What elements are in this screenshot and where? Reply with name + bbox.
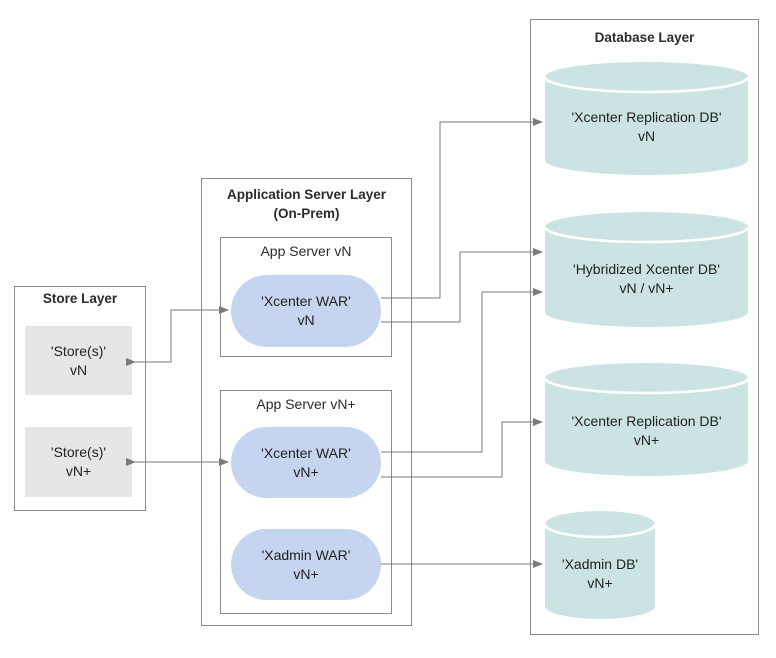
connector-war-vnplus-to-replication-vnplus [381, 418, 543, 478]
app-server-vnplus-title: App Server vN+ [256, 396, 356, 412]
app-server-vn-title: App Server vN [260, 243, 352, 259]
cylinder-shape [545, 511, 655, 619]
db-xcenter-replication-vn-line2: vN [637, 128, 656, 144]
store-vnplus-line1: 'Store(s)' [50, 444, 107, 460]
connector-war-vnplus-to-hybridized [381, 288, 543, 453]
xadmin-war-line1: 'Xadmin WAR' [261, 546, 351, 563]
db-hybridized-line2: vN / vN+ [619, 280, 674, 296]
db-xcenter-replication-vn: 'Xcenter Replication DB' vN [545, 62, 748, 175]
db-xadmin-line1: 'Xadmin DB' [561, 556, 639, 572]
db-xcenter-replication-vn-line1: 'Xcenter Replication DB' [571, 109, 722, 125]
store-vn: 'Store(s)' vN [25, 326, 132, 395]
xadmin-war-vnplus: 'Xadmin WAR' vN+ [231, 529, 381, 600]
db-xadmin-line2: vN+ [587, 575, 613, 591]
store-vn-line1: 'Store(s)' [50, 342, 107, 359]
app-layer-title-line1: Application Server Layer [226, 187, 387, 202]
db-xcenter-replication-vnplus-line1: 'Xcenter Replication DB' [571, 413, 722, 429]
connector-war-vn-to-replication-vn [381, 118, 543, 299]
db-xcenter-replication-vnplus: 'Xcenter Replication DB' vN+ [545, 363, 748, 476]
store-vnplus-line2: vN+ [65, 463, 92, 479]
db-hybridized-xcenter: 'Hybridized Xcenter DB' vN / vN+ [545, 212, 748, 327]
xcenter-war-vn-line2: vN [297, 312, 315, 328]
xadmin-war-line2: vN+ [293, 565, 319, 582]
db-xcenter-replication-vnplus-line2: vN+ [633, 432, 660, 448]
cylinder-shape [545, 363, 748, 476]
xcenter-war-vn: 'Xcenter WAR' vN [231, 275, 381, 347]
cylinder-shape [545, 62, 748, 175]
xcenter-war-vn-line1: 'Xcenter WAR' [261, 293, 351, 309]
app-layer-title-line2: (On-Prem) [273, 206, 340, 221]
database-layer-title: Database Layer [594, 30, 695, 45]
store-layer-title: Store Layer [42, 291, 118, 306]
connector-war-vn-to-hybridized [381, 248, 543, 323]
xcenter-war-vnplus: 'Xcenter WAR' vN+ [231, 427, 381, 498]
store-vn-line2: vN [69, 361, 88, 378]
connector-store-vn-to-war-vn [126, 306, 229, 366]
xcenter-war-vnplus-line2: vN+ [293, 463, 319, 480]
application-server-layer-title: Application Server Layer (On-Prem) [202, 185, 411, 223]
db-xadmin: 'Xadmin DB' vN+ [545, 511, 655, 619]
db-hybridized-line1: 'Hybridized Xcenter DB' [573, 261, 720, 277]
xcenter-war-vnplus-line1: 'Xcenter WAR' [261, 444, 351, 461]
cylinder-shape [545, 212, 748, 327]
store-vnplus: 'Store(s)' vN+ [25, 427, 132, 497]
